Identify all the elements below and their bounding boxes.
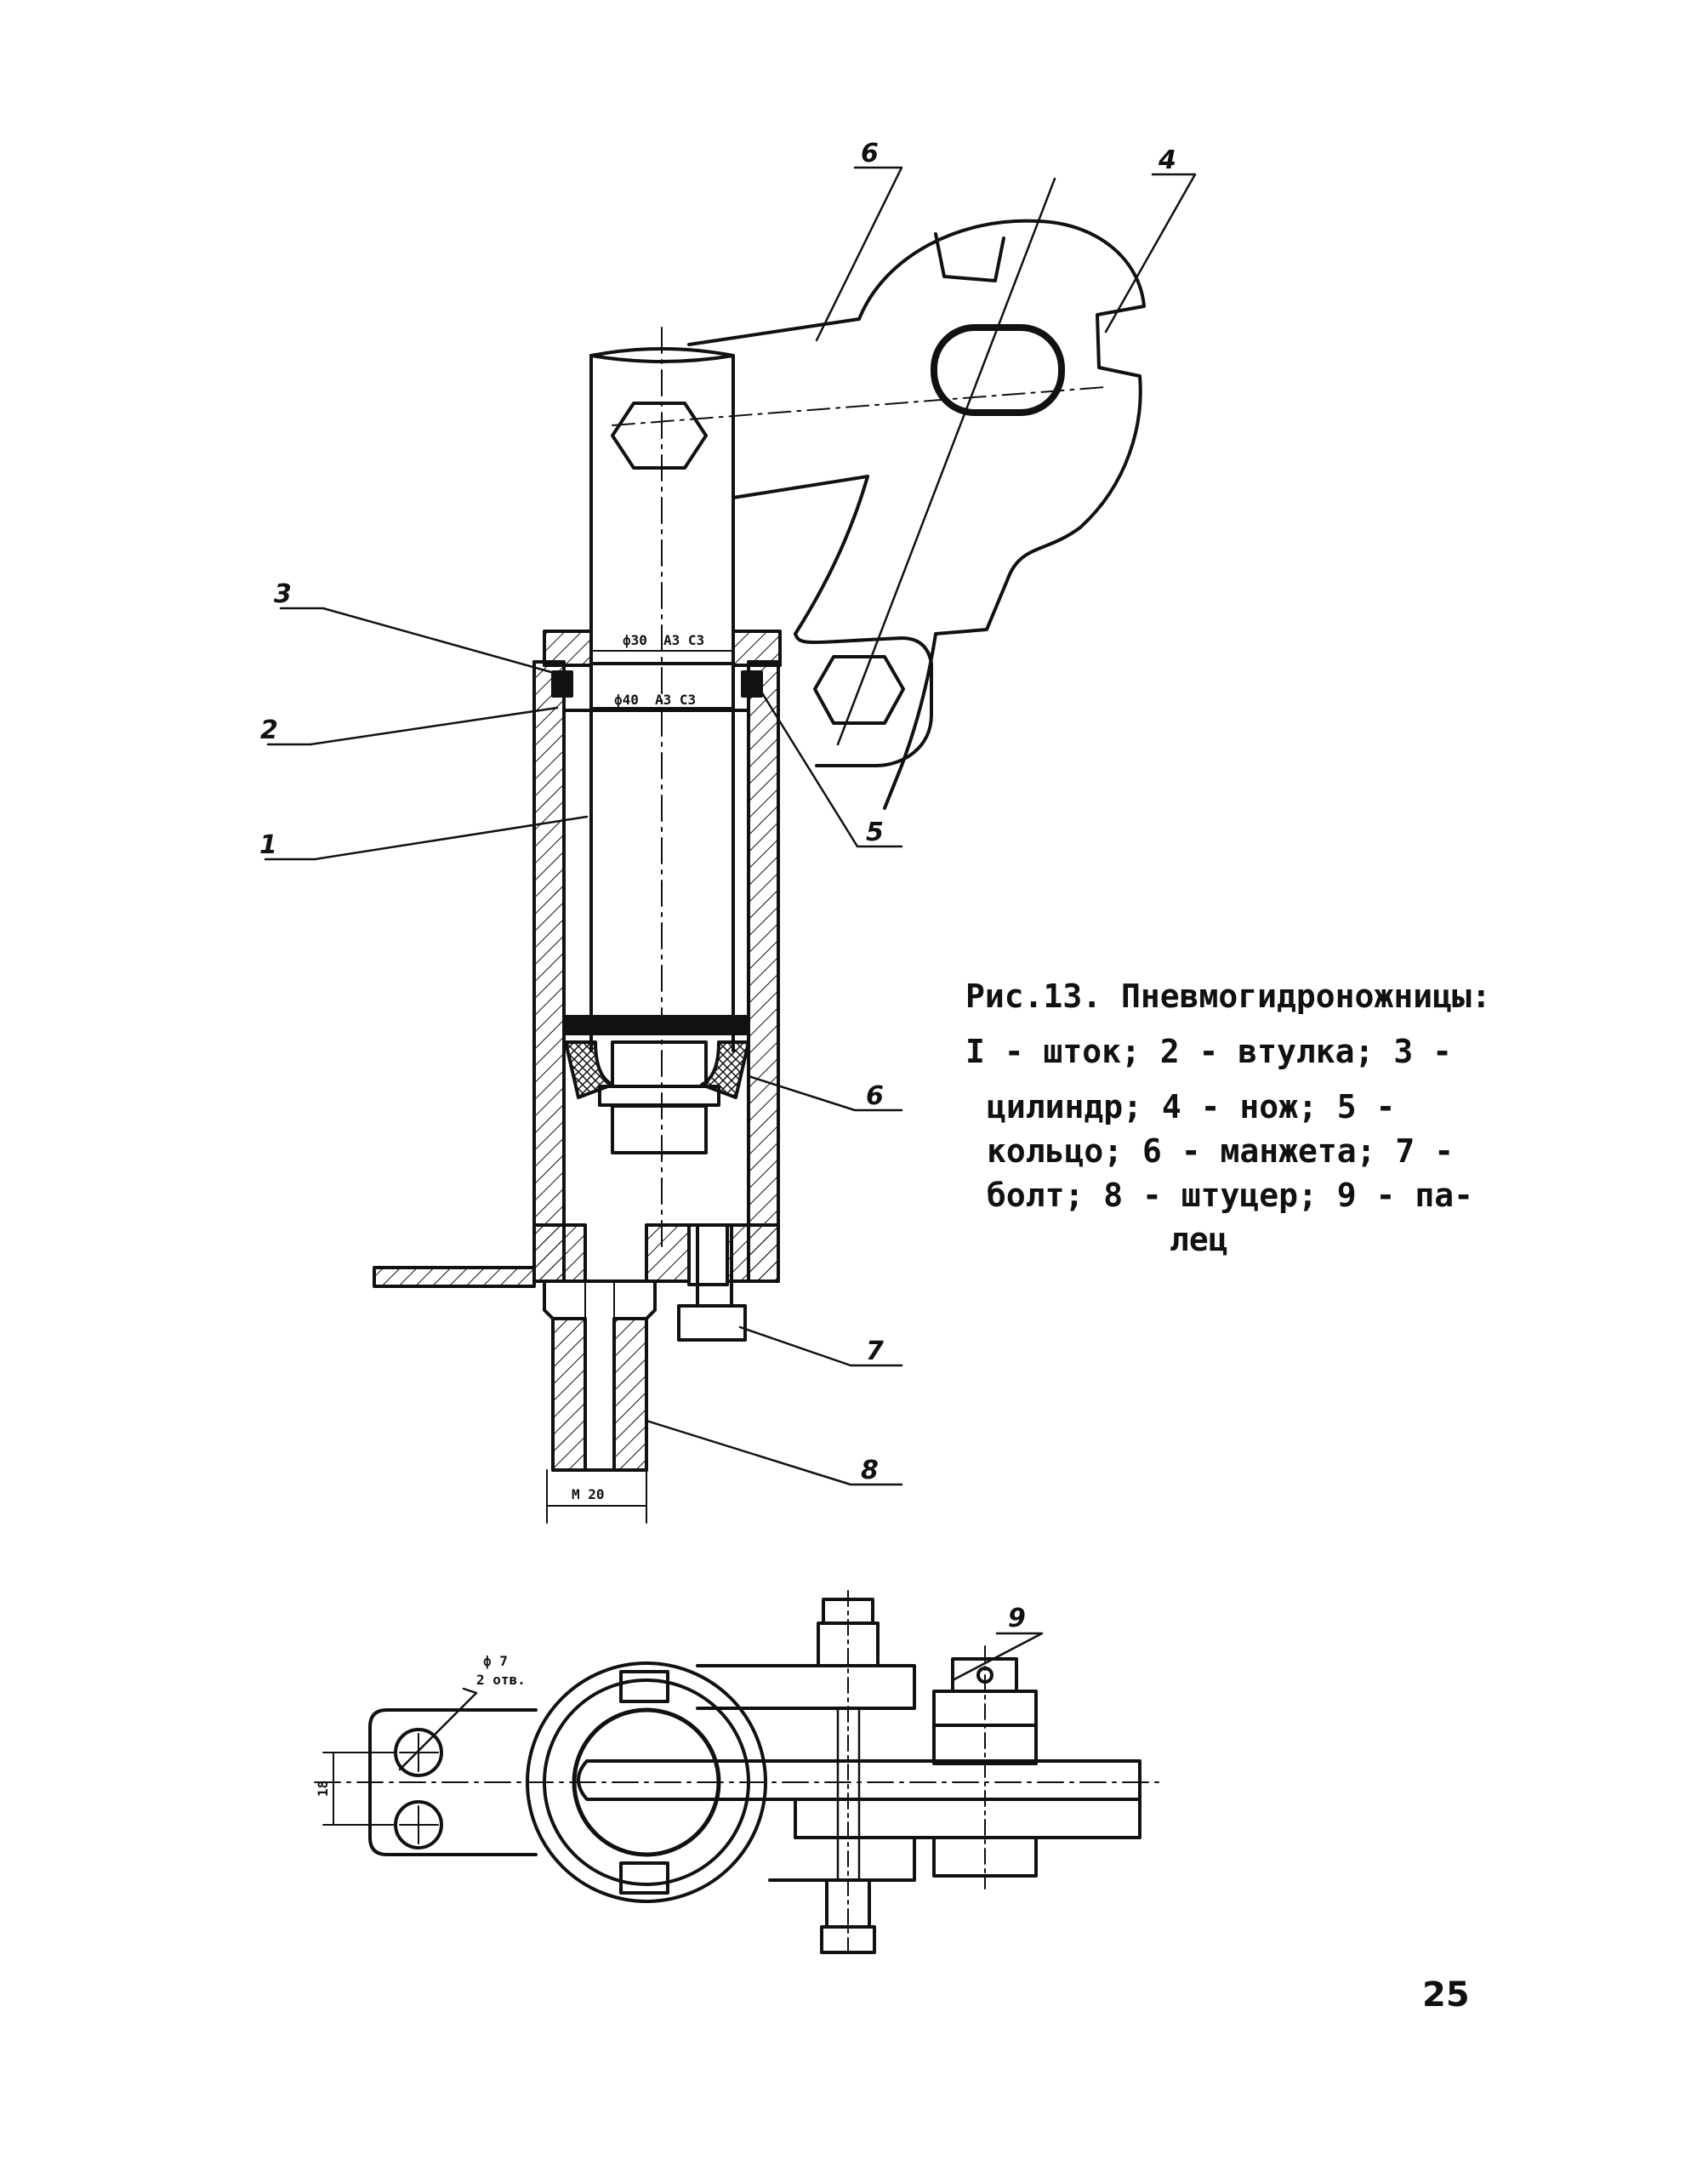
knife-lever [612, 177, 1146, 810]
plan-view [314, 1590, 1162, 1958]
dim-d40: ф40 [614, 692, 639, 708]
callout-1: 1 [259, 830, 277, 860]
dim-d30-fit: А3 С3 [663, 632, 704, 648]
dim-hole: ф 7 [483, 1653, 508, 1669]
dim-spacing: 18 [315, 1781, 331, 1797]
callout-9: 9 [1008, 1604, 1026, 1633]
leader-lines [264, 166, 1197, 1771]
callout-5: 5 [866, 818, 884, 847]
dim-d40-fit: А3 С3 [655, 692, 696, 708]
figure-caption-line-2: цилиндр; 4 - нож; 5 - [987, 1088, 1396, 1126]
figure-caption-line-4: болт; 8 - штуцер; 9 - па- [987, 1177, 1473, 1214]
callout-6: 6 [866, 1081, 884, 1111]
callout-4: 4 [1158, 145, 1176, 175]
rod [589, 327, 735, 1251]
callout-6-top: 6 [861, 139, 879, 168]
dimension-labels: ф30 А3 С3 ф40 А3 С3 М 20 ф 7 2 отв. 18 [315, 632, 704, 1797]
cylinder [532, 630, 782, 1286]
callout-8: 8 [861, 1456, 879, 1485]
fitting [543, 1279, 657, 1472]
figure-caption-title: Рис.13. Пневмогидроножницы: [965, 977, 1491, 1015]
callout-labels: 3 2 1 6 4 5 6 7 8 9 [259, 139, 1176, 1633]
callout-7: 7 [866, 1336, 884, 1366]
bolt [677, 1223, 747, 1342]
dim-hole-count: 2 отв. [476, 1672, 526, 1688]
figure-caption-line-5: лец [1170, 1221, 1228, 1258]
page-number: 25 [1422, 1975, 1470, 2015]
figure-caption-line-3: кольцо; 6 - манжета; 7 - [987, 1132, 1455, 1170]
callout-3: 3 [274, 579, 292, 609]
dim-thread: М 20 [572, 1486, 605, 1502]
callout-2: 2 [260, 715, 278, 745]
figure-caption-line-1: I - шток; 2 - втулка; 3 - [965, 1033, 1452, 1070]
mounting-bracket [373, 1266, 536, 1288]
dim-d30: ф30 [623, 632, 647, 648]
